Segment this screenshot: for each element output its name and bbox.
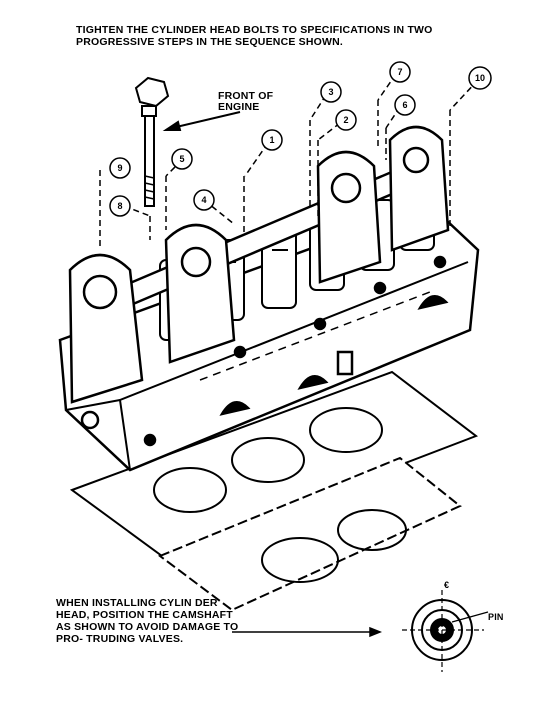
svg-text:1: 1	[269, 135, 274, 145]
pin-label: PIN	[488, 612, 504, 622]
callout-4: 4	[193, 189, 215, 211]
head-bolt	[134, 76, 170, 207]
lower-gasket	[157, 456, 462, 612]
svg-text:5: 5	[179, 154, 184, 164]
camshaft-install-note: WHEN INSTALLING CYLIN DER HEAD, POSITION…	[56, 597, 239, 645]
callout-2: 2	[335, 109, 357, 131]
callout-7: 7	[389, 61, 411, 83]
sequence-callouts: 1 2 3 4 5 6 7 8 9 10	[109, 61, 492, 217]
callout-5: 5	[171, 148, 193, 170]
callout-3: 3	[320, 81, 342, 103]
callout-1: 1	[261, 129, 283, 151]
intro-instruction: TIGHTEN THE CYLINDER HEAD BOLTS TO SPECI…	[76, 24, 433, 48]
callout-10: 10	[468, 66, 492, 90]
callout-6: 6	[394, 94, 416, 116]
detail-arrow	[232, 626, 383, 638]
svg-text:9: 9	[117, 163, 122, 173]
front-arrow	[162, 111, 241, 131]
front-of-engine-label: FRONT OF ENGINE	[218, 90, 274, 113]
callout-9: 9	[109, 157, 131, 179]
svg-text:6: 6	[402, 100, 407, 110]
svg-text:10: 10	[475, 73, 485, 83]
svg-text:8: 8	[117, 201, 122, 211]
camshaft-position-detail	[402, 590, 489, 672]
head-gasket	[69, 370, 479, 558]
svg-text:7: 7	[397, 67, 402, 77]
callout-8: 8	[109, 195, 131, 217]
svg-text:2: 2	[343, 115, 348, 125]
cam-towers	[68, 125, 450, 404]
svg-text:3: 3	[328, 87, 333, 97]
centerline-mark: €	[444, 580, 450, 590]
svg-text:4: 4	[201, 195, 206, 205]
